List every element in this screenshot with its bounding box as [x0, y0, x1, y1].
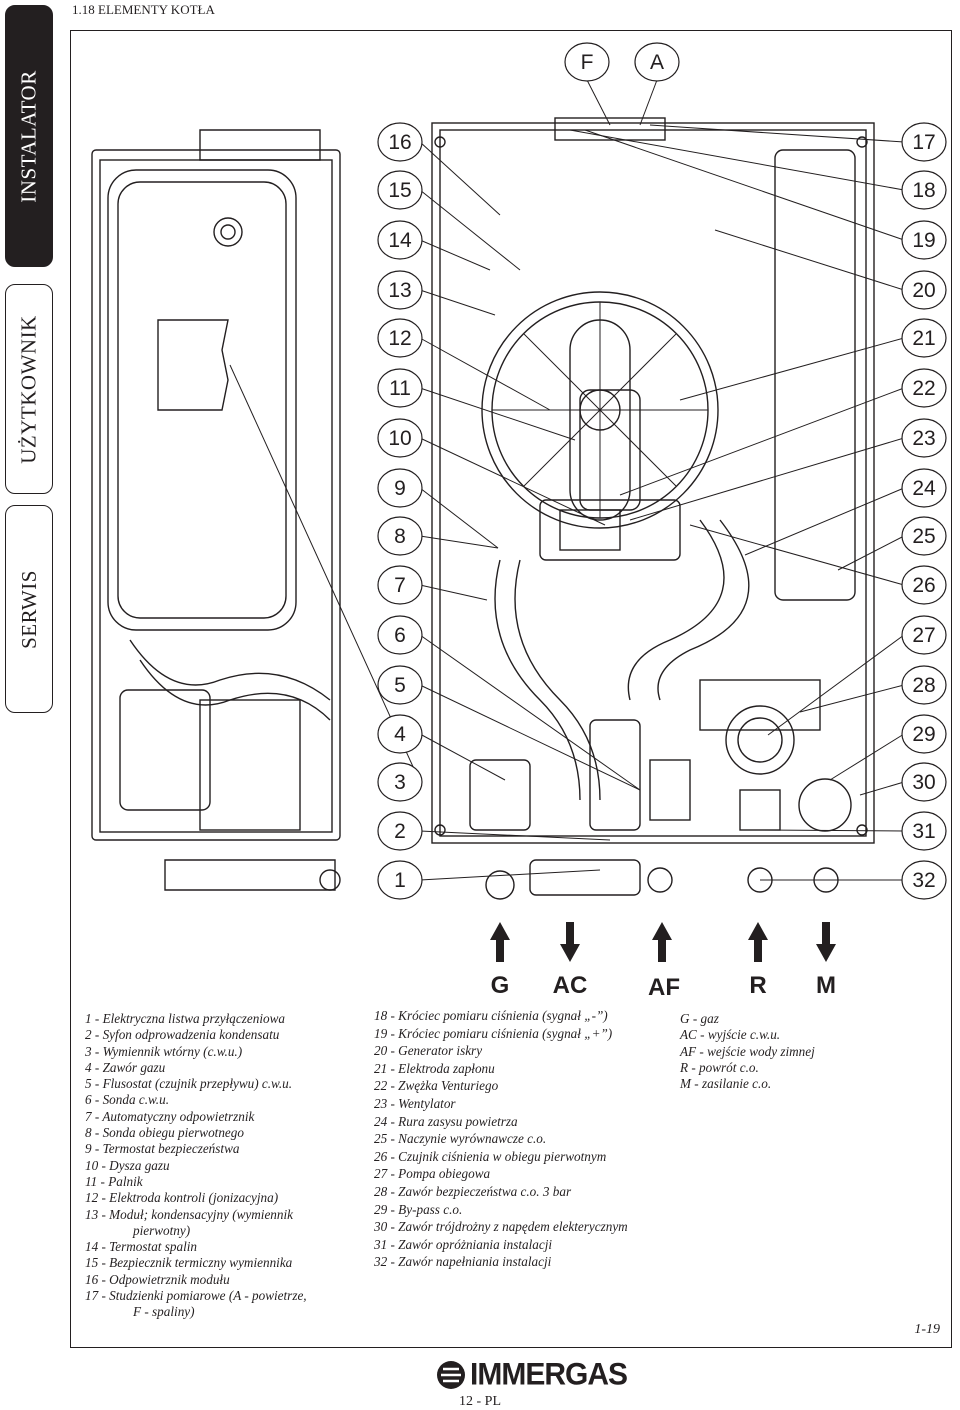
arrow-up-icon [490, 922, 510, 962]
legend-item: 11 - Palnik [85, 1173, 143, 1189]
legend-item: G - gaz [680, 1011, 719, 1026]
legend-item: 9 - Termostat bezpieczeństwa [85, 1141, 240, 1157]
legend-item: 7 - Automatyczny odpowietrznik [85, 1108, 255, 1124]
callout-12: 12 [388, 327, 411, 350]
legend-item: M - zasilanie c.o. [680, 1076, 772, 1092]
connection-ac: AC [553, 972, 588, 999]
legend-item: AF - wejście wody zimnej [680, 1043, 815, 1059]
callout-24: 24 [912, 477, 936, 500]
callout-21: 21 [912, 327, 935, 350]
legend-item: 16 - Odpowietrznik modułu [85, 1271, 230, 1287]
callout-15: 15 [388, 179, 411, 202]
figure-frame [70, 30, 952, 1348]
immergas-logo-icon [437, 1361, 465, 1389]
legend-item: 28 - Zawór bezpieczeństwa c.o. 3 bar [374, 1183, 572, 1199]
legend-item: 23 - Wentylator [374, 1095, 456, 1111]
callout-3: 3 [394, 771, 406, 794]
legend-item: 10 - Dysza gazu [85, 1157, 170, 1173]
legend-item: 5 - Flusostat (czujnik przepływu) c.w.u. [85, 1076, 293, 1092]
callout-25: 25 [912, 525, 935, 548]
arrow-up-icon [748, 922, 768, 962]
legend-item: 20 - Generator iskry [374, 1043, 483, 1059]
legend-item: 17 - Studzienki pomiarowe (A - powietrze… [85, 1288, 307, 1304]
callout-23: 23 [912, 427, 935, 450]
callout-8: 8 [394, 525, 406, 548]
legend-item-continuation: pierwotny) [133, 1222, 191, 1238]
callout-14: 14 [388, 229, 412, 252]
legend-item: 29 - By-pass c.o. [374, 1201, 463, 1217]
legend-item: 24 - Rura zasysu powietrza [374, 1113, 518, 1129]
legend-item-continuation: F - spaliny) [133, 1304, 195, 1320]
legend-item: 1 - Elektryczna listwa przyłączeniowa [85, 1011, 285, 1026]
legend-item: 18 - Króciec pomiaru ciśnienia (sygnał „… [374, 1008, 608, 1023]
legend-item: R - powrót c.o. [680, 1059, 759, 1075]
legend-column-2: 18 - Króciec pomiaru ciśnienia (sygnał „… [374, 1007, 628, 1271]
callout-31: 31 [912, 820, 935, 843]
legend-item: 21 - Elektroda zapłonu [374, 1060, 495, 1076]
callout-2: 2 [394, 820, 406, 843]
callout-5: 5 [394, 674, 406, 697]
callout-30: 30 [912, 771, 935, 794]
callout-28: 28 [912, 674, 935, 697]
callout-4: 4 [394, 723, 406, 746]
legend-item: 15 - Bezpiecznik termiczny wymiennika [85, 1255, 293, 1271]
tab-uzytkownik[interactable]: UŻYTKOWNIK [5, 284, 53, 494]
callout-18: 18 [912, 179, 935, 202]
legend-item: 27 - Pompa obiegowa [374, 1166, 491, 1182]
tab-instalator[interactable]: INSTALATOR [5, 5, 53, 267]
callout-17: 17 [912, 131, 935, 154]
arrow-down-icon [560, 922, 580, 962]
callout-f: F [581, 51, 594, 74]
legend-item: 26 - Czujnik ciśnienia w obiegu pierwotn… [374, 1148, 607, 1164]
legend-item: 32 - Zawór napełniania instalacji [374, 1254, 552, 1270]
legend-item: 19 - Króciec pomiaru ciśnienia (sygnał „… [374, 1025, 613, 1041]
legend-item: 2 - Syfon odprowadzenia kondensatu [85, 1027, 280, 1043]
legend-item: 31 - Zawór opróżniania instalacji [374, 1236, 553, 1252]
figure-reference: 1-19 [914, 1322, 940, 1337]
legend-item: 30 - Zawór trójdrożny z napędem elektery… [374, 1219, 628, 1235]
legend-item: 13 - Moduł; kondensacyjny (wymiennik [85, 1206, 293, 1222]
brand-name: IMMERGAS [470, 1357, 628, 1392]
callout-19: 19 [912, 229, 935, 252]
boiler-diagram: 16 15 14 13 12 11 10 9 8 7 6 5 4 3 2 1 1… [91, 42, 947, 1000]
connection-af: AF [648, 974, 680, 1000]
connection-r: R [749, 972, 766, 999]
legend-item: 14 - Termostat spalin [85, 1239, 197, 1255]
callout-27: 27 [912, 624, 935, 647]
tab-serwis[interactable]: SERWIS [5, 505, 53, 713]
callout-11: 11 [389, 377, 411, 400]
arrow-down-icon [816, 922, 836, 962]
callout-26: 26 [912, 574, 935, 597]
legend-item: 6 - Sonda c.w.u. [85, 1092, 169, 1108]
arrow-up-icon [652, 922, 672, 962]
callout-16: 16 [388, 131, 411, 154]
brand-logo: IMMERGAS [436, 1357, 628, 1392]
callout-10: 10 [388, 427, 411, 450]
legend-column-1: 1 - Elektryczna listwa przyłączeniowa 2 … [85, 1011, 307, 1321]
callout-1: 1 [394, 869, 406, 892]
callout-29: 29 [912, 723, 935, 746]
legend-item: 3 - Wymiennik wtórny (c.w.u.) [85, 1043, 243, 1059]
connection-g: G [491, 972, 510, 999]
legend-item: 4 - Zawór gazu [85, 1059, 166, 1075]
callout-32: 32 [912, 869, 935, 892]
connection-m: M [816, 972, 836, 999]
page-number: 12 - PL [459, 1394, 501, 1409]
legend-item: 25 - Naczynie wyrównawcze c.o. [374, 1131, 547, 1147]
legend-item: 8 - Sonda obiegu pierwotnego [85, 1125, 244, 1141]
legend-column-3: G - gaz AC - wyjście c.w.u. AF - wejście… [680, 1011, 815, 1092]
callout-22: 22 [912, 377, 935, 400]
section-title: 1.18 ELEMENTY KOTŁA [72, 2, 215, 17]
callout-7: 7 [394, 574, 406, 597]
callout-9: 9 [394, 477, 406, 500]
legend-item: 22 - Zwężka Venturiego [374, 1078, 499, 1094]
callout-13: 13 [388, 279, 411, 302]
legend-item: AC - wyjście c.w.u. [680, 1027, 781, 1043]
callout-6: 6 [394, 624, 406, 647]
callout-20: 20 [912, 279, 935, 302]
callout-a: A [650, 51, 664, 74]
legend-item: 12 - Elektroda kontroli (jonizacyjna) [85, 1190, 279, 1206]
